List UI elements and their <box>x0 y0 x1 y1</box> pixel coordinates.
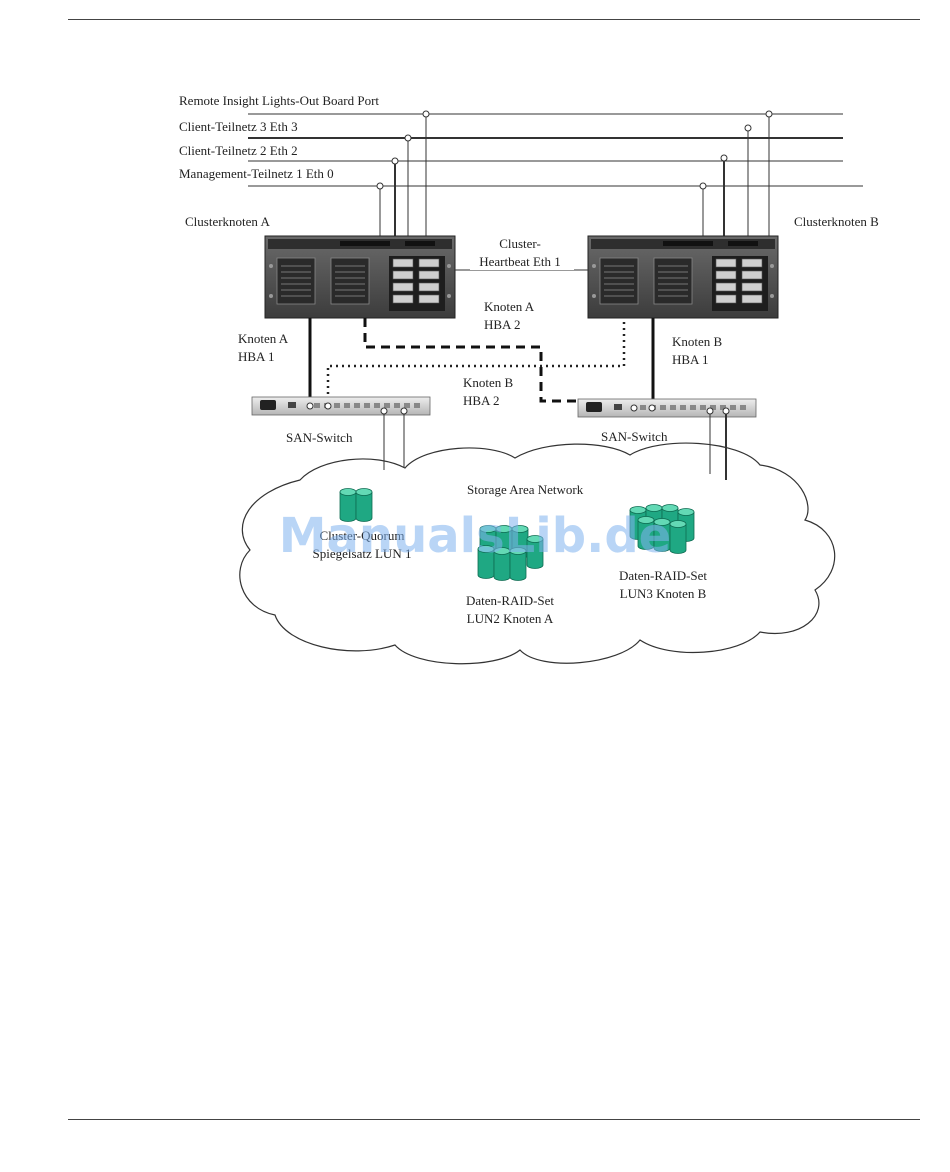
hba-b1-line1: Knoten B <box>672 334 723 349</box>
raid-b-label-line1: Daten-RAID-Set <box>619 568 707 583</box>
link-node-a-hba2 <box>363 318 637 403</box>
hba-a1-line2: HBA 1 <box>238 349 274 364</box>
san-switch-right <box>577 398 757 418</box>
node-b-title: Clusterknoten B <box>794 214 879 229</box>
hba-a1-line1: Knoten A <box>238 331 289 346</box>
raid-a-label-line1: Daten-RAID-Set <box>466 593 554 608</box>
san-switch-right-label: SAN-Switch <box>601 429 668 444</box>
quorum-label-line1: Cluster-Quorum <box>320 528 405 543</box>
switch-storage-lines <box>383 414 727 480</box>
hba-a2-line2: HBA 2 <box>484 317 520 332</box>
heartbeat-label-line1: Cluster- <box>499 236 541 251</box>
hba-a2-line1: Knoten A <box>484 299 535 314</box>
network-label-ilo: Remote Insight Lights-Out Board Port <box>179 93 379 108</box>
node-b-network-drops <box>699 110 773 236</box>
san-switch-left-label: SAN-Switch <box>286 430 353 445</box>
network-label-client2: Client-Teilnetz 2 Eth 2 <box>179 143 298 158</box>
network-lines <box>248 113 863 187</box>
node-a-network-drops <box>376 110 430 236</box>
network-label-management: Management-Teilnetz 1 Eth 0 <box>179 166 334 181</box>
watermark-text: ManualsLib.de <box>279 508 671 564</box>
hba-b2-line2: HBA 2 <box>463 393 499 408</box>
node-a-title: Clusterknoten A <box>185 214 270 229</box>
heartbeat-label-line2: Heartbeat Eth 1 <box>479 254 561 269</box>
hba-b1-line2: HBA 1 <box>672 352 708 367</box>
network-label-client3: Client-Teilnetz 3 Eth 3 <box>179 119 298 134</box>
quorum-label-line2: Spiegelsatz LUN 1 <box>313 546 412 561</box>
link-node-b-hba2 <box>326 322 626 404</box>
server-node-b <box>587 235 779 319</box>
server-node-a <box>264 235 456 319</box>
raid-b-label-line2: LUN3 Knoten B <box>620 586 707 601</box>
san-title: Storage Area Network <box>467 482 584 497</box>
top-rule <box>68 19 920 20</box>
raid-a-label-line2: LUN2 Knoten A <box>467 611 554 626</box>
bottom-rule <box>68 1119 920 1120</box>
hba-b2-line1: Knoten B <box>463 375 514 390</box>
switch-ports <box>306 402 730 415</box>
heartbeat-label-bg <box>470 236 574 270</box>
